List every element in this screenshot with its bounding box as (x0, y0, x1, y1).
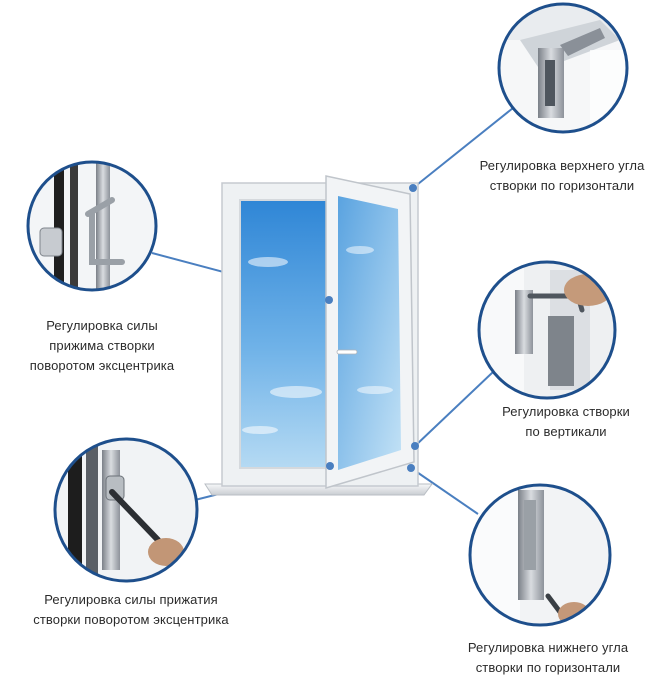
caption-upper-hinge: Регулировка верхнего угла створки по гор… (462, 156, 662, 196)
caption-line: Регулировка силы прижатия (44, 592, 218, 607)
caption-eccentric-left: Регулировка силы прижима створки поворот… (4, 316, 200, 376)
callout-ring (468, 483, 612, 627)
open-sash-glass (338, 196, 401, 470)
dot-left-middle (325, 296, 333, 304)
caption-vertical-adjust: Регулировка створки по вертикали (466, 402, 666, 442)
caption-line: Регулировка верхнего угла (479, 158, 645, 173)
caption-line: Регулировка створки (502, 404, 630, 419)
callout-ring (53, 437, 199, 583)
callout-ring (26, 160, 158, 292)
callout-ring (477, 260, 617, 400)
caption-lower-hinge: Регулировка нижнего угла створки по гори… (430, 638, 666, 678)
caption-line: прижима створки (49, 338, 155, 353)
window-handle (336, 349, 358, 355)
callout-upper-hinge (497, 2, 629, 134)
window-illustration (204, 175, 433, 496)
callout-eccentric-bottom (53, 437, 199, 583)
caption-eccentric-bottom: Регулировка силы прижатия створки поворо… (0, 590, 262, 630)
caption-line: поворотом эксцентрика (29, 358, 175, 373)
callout-eccentric-left (26, 160, 158, 292)
dot-top-right (409, 184, 417, 192)
connector-right-middle (414, 371, 494, 447)
caption-line: по вертикали (525, 424, 607, 439)
dot-right-bottom (407, 464, 415, 472)
dot-right-middle (411, 442, 419, 450)
callout-ring (497, 2, 629, 134)
connector-dots (325, 184, 419, 472)
caption-line: створки поворотом эксцентрика (33, 612, 229, 627)
callout-vertical-adjust (477, 260, 617, 400)
connector-right-bottom (410, 467, 479, 515)
dot-left-bottom (326, 462, 334, 470)
caption-line: створки по горизонтали (489, 178, 635, 193)
caption-line: створки по горизонтали (475, 660, 621, 675)
fixed-pane-glass (240, 200, 328, 468)
connector-top-right (412, 107, 514, 189)
caption-line: Регулировка силы (46, 318, 158, 333)
callout-lower-hinge (468, 483, 612, 627)
caption-line: Регулировка нижнего угла (467, 640, 629, 655)
